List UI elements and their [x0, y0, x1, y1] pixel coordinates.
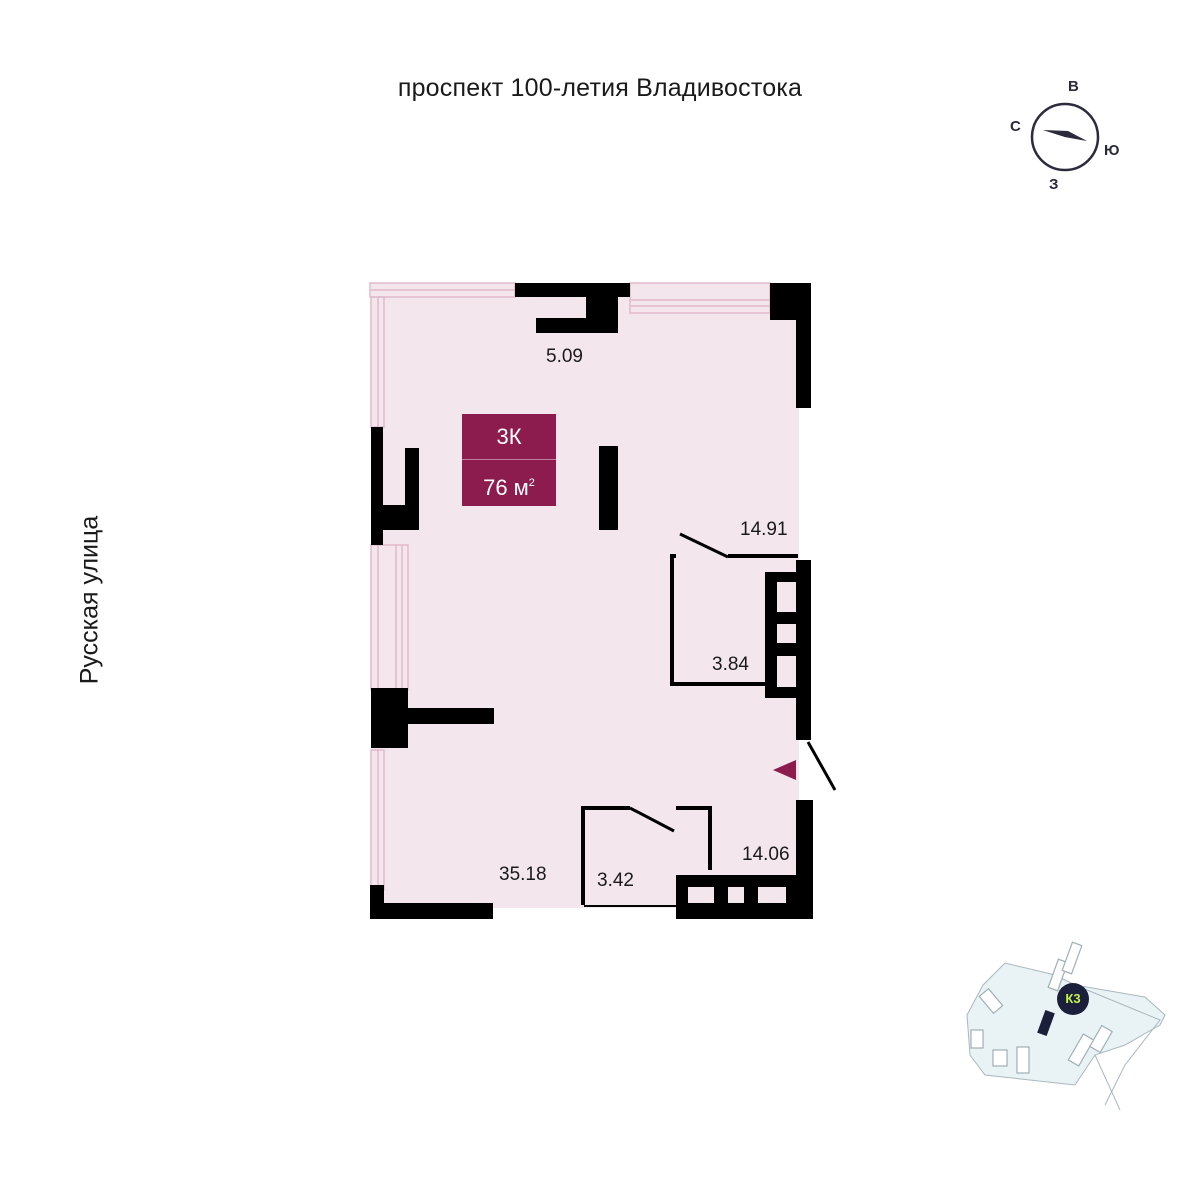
area-unit-sup: 2 — [528, 477, 535, 489]
compass-needle-icon — [1030, 102, 1100, 172]
site-map-drawing — [966, 941, 1166, 1111]
room-area-bathroom-right: 3.84 — [712, 654, 749, 675]
building-badge-label: К3 — [1065, 991, 1081, 1006]
compass-east: Ю — [1104, 142, 1120, 159]
rooms-label: 3К — [462, 414, 556, 460]
entrance-arrow-icon — [773, 760, 796, 780]
door-swings — [629, 532, 837, 833]
compass: В С Ю З — [1000, 70, 1140, 200]
apartment-badge: 3К 76 м2 — [462, 414, 556, 506]
partitions — [581, 554, 798, 907]
building-badge — [1057, 983, 1089, 1015]
room-area-bathroom-bottom: 3.42 — [597, 870, 634, 891]
room-area-main: 35.18 — [499, 864, 547, 885]
room-area-right: 14.91 — [740, 519, 788, 540]
room-area-hall: 14.06 — [742, 844, 790, 865]
area-value: 76 м — [483, 475, 529, 500]
floor-area — [371, 283, 799, 908]
compass-south: З — [1049, 176, 1059, 193]
area-label: 76 м2 — [462, 460, 556, 506]
building-marker-icon — [1037, 1010, 1055, 1036]
walls — [370, 283, 813, 919]
street-name-top: проспект 100-летия Владивостока — [397, 74, 803, 102]
site-minimap: К3 — [955, 935, 1185, 1111]
room-area-top: 5.09 — [546, 346, 583, 367]
compass-north: В — [1068, 78, 1079, 95]
compass-west: С — [1010, 118, 1021, 135]
